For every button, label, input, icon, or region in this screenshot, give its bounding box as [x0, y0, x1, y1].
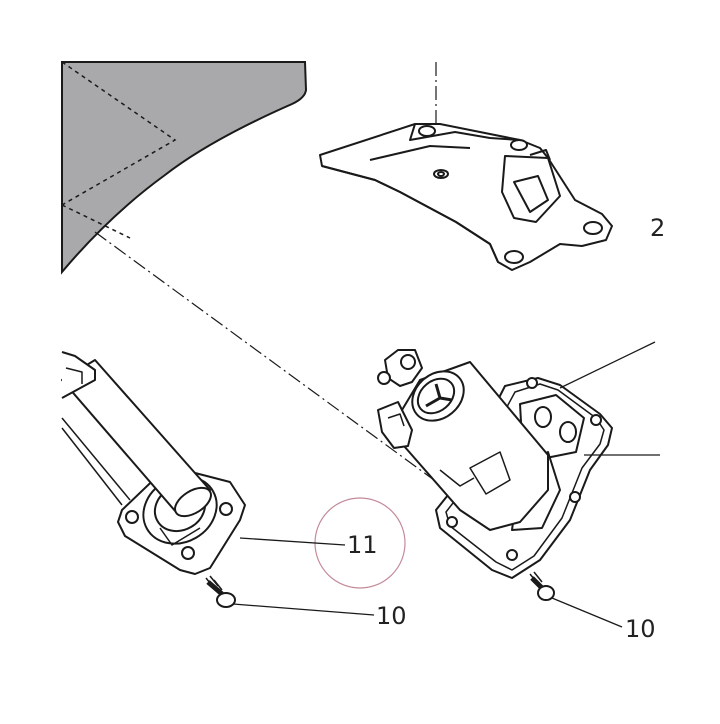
screw-right [529, 571, 555, 601]
mounting-bracket [319, 123, 613, 271]
shaded-body-section [61, 61, 308, 275]
callout-label-10-right: 10 [625, 615, 656, 643]
callout-label-2: 2 [650, 214, 666, 242]
callout-label-11: 11 [347, 531, 378, 559]
leader-lines [232, 341, 660, 628]
left-actuator [61, 351, 246, 575]
right-actuator [377, 349, 613, 579]
screw-left [205, 575, 236, 608]
callout-label-10-left: 10 [376, 602, 407, 630]
